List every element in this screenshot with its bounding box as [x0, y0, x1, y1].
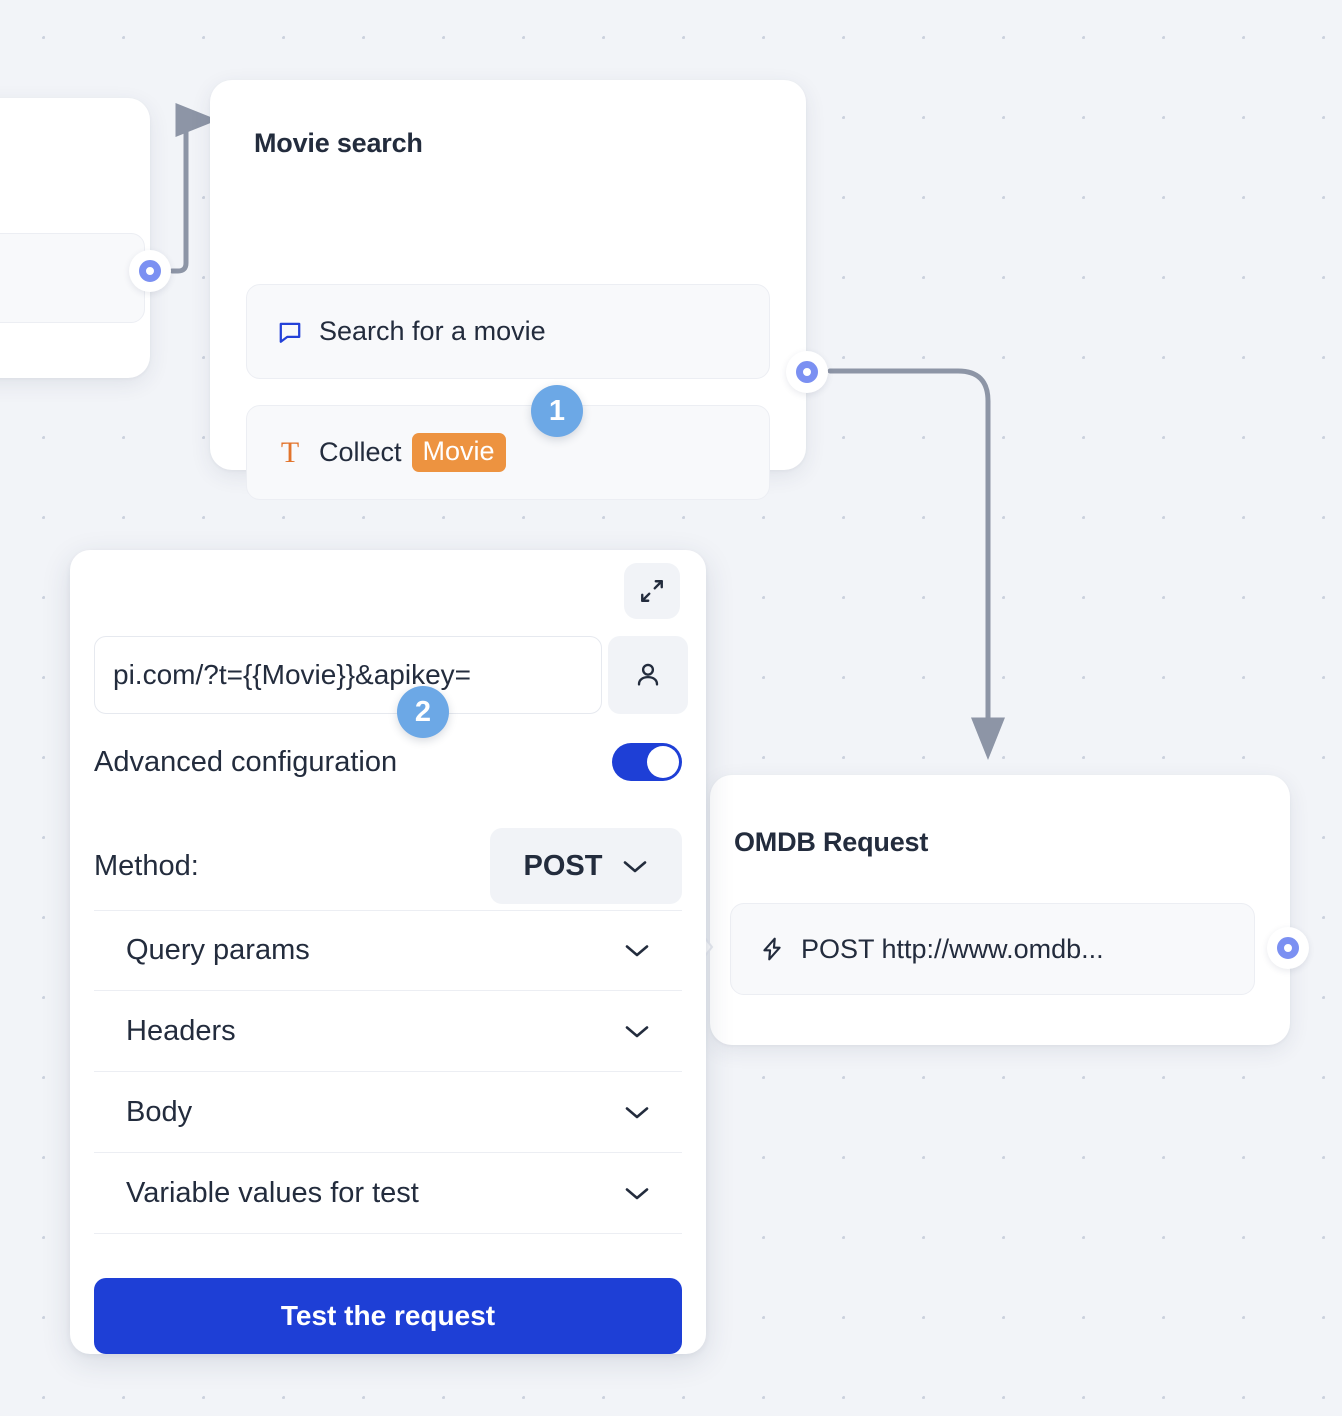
user-icon: [633, 660, 663, 690]
expand-panel-button[interactable]: [624, 563, 680, 619]
node-row-collect-movie[interactable]: T Collect Movie: [246, 405, 770, 500]
node-row-collect-label-group: Collect Movie: [319, 433, 506, 472]
node-movie-search[interactable]: Movie search Search for a movie T Collec…: [210, 80, 806, 470]
port-ring-icon: [1277, 937, 1299, 959]
method-select[interactable]: POST: [490, 828, 682, 904]
advanced-configuration-label: Advanced configuration: [94, 746, 397, 779]
request-config-panel[interactable]: Advanced configuration Method: POST Quer…: [70, 550, 706, 1354]
accordion-item-variable-values-for-test[interactable]: Variable values for test: [94, 1153, 682, 1234]
accordion-item-body[interactable]: Body: [94, 1072, 682, 1153]
edge-movie-to-omdb: [830, 371, 988, 742]
node-partial-left[interactable]: [0, 98, 150, 378]
text-t-icon: T: [277, 438, 303, 468]
node-omdb-request-title: OMDB Request: [734, 827, 928, 858]
port-movie-search-output[interactable]: [786, 351, 828, 393]
step-badge-1: 1: [531, 385, 583, 437]
node-row-search-label: Search for a movie: [319, 316, 546, 347]
edge-left-to-movie: [172, 120, 200, 271]
method-label: Method:: [94, 850, 199, 883]
chevron-down-icon: [624, 1024, 650, 1039]
port-omdb-request-output[interactable]: [1267, 927, 1309, 969]
port-ring-icon: [139, 260, 161, 282]
test-the-request-button[interactable]: Test the request: [94, 1278, 682, 1354]
node-row-omdb-post[interactable]: POST http://www.omdb...: [730, 903, 1255, 995]
node-row-collect-label: Collect: [319, 437, 402, 468]
lightning-bolt-icon: [759, 935, 785, 963]
node-partial-left-slot: [0, 233, 145, 323]
node-omdb-request[interactable]: OMDB Request POST http://www.omdb...: [710, 775, 1290, 1045]
variable-tag-movie[interactable]: Movie: [412, 433, 506, 472]
select-account-button[interactable]: [608, 636, 688, 714]
node-row-search-for-a-movie[interactable]: Search for a movie: [246, 284, 770, 379]
chevron-down-icon: [624, 943, 650, 958]
expand-diagonal-icon: [639, 578, 665, 604]
url-input[interactable]: [94, 636, 602, 714]
chevron-down-icon: [624, 1105, 650, 1120]
accordion-item-query-params[interactable]: Query params: [94, 910, 682, 991]
chat-bubble-icon: [277, 319, 303, 345]
accordion-query-params-wrap: Query params Headers Body Variable value…: [94, 910, 682, 1234]
advanced-configuration-toggle[interactable]: [612, 743, 682, 781]
step-badge-2: 2: [397, 686, 449, 738]
port-left-node-output[interactable]: [129, 250, 171, 292]
method-selected-value: POST: [524, 850, 603, 883]
accordion-label: Headers: [126, 1015, 236, 1048]
accordion-item-headers[interactable]: Headers: [94, 991, 682, 1072]
accordion-label: Body: [126, 1096, 192, 1129]
advanced-configuration-row: Advanced configuration: [94, 743, 682, 781]
method-row: Method: POST: [94, 828, 682, 904]
chevron-down-icon: [622, 859, 648, 874]
accordion-label: Query params: [126, 934, 310, 967]
url-row: [94, 636, 688, 714]
toggle-knob: [647, 746, 679, 778]
port-ring-icon: [796, 361, 818, 383]
accordion-label: Variable values for test: [126, 1177, 419, 1210]
node-row-omdb-label: POST http://www.omdb...: [801, 934, 1104, 965]
node-movie-search-title: Movie search: [254, 128, 423, 159]
chevron-down-icon: [624, 1186, 650, 1201]
